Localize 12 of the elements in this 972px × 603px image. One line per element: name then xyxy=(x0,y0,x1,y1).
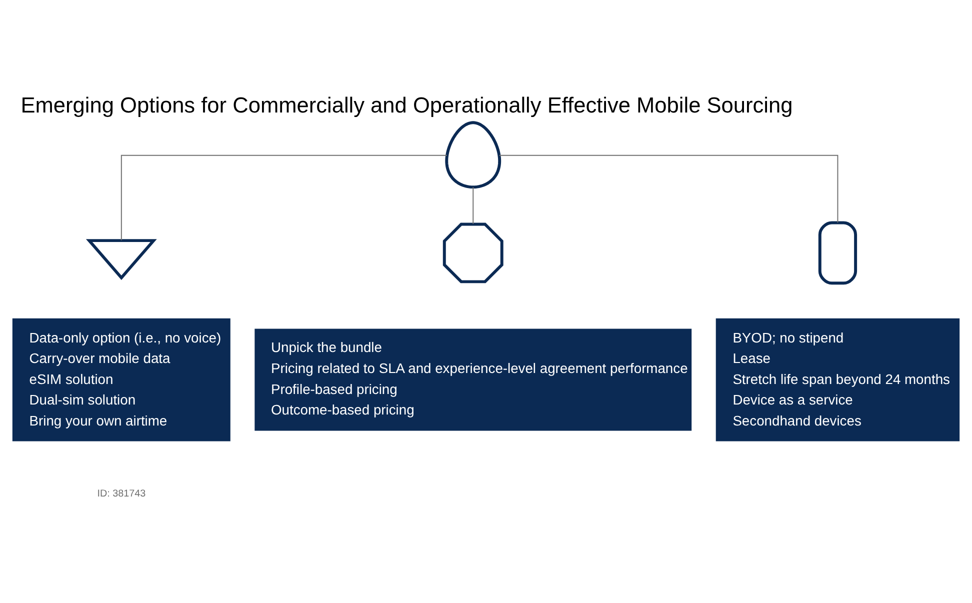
node-gear xyxy=(442,222,504,284)
node-box: Unpick the bundle Pricing related to SLA and experience-level agreement performance Profile-based pricing Outcome-based pricing xyxy=(254,328,692,431)
node-box: BYOD; no stipend Lease Stretch life span beyond 24 months Device as a service Secondhand devices xyxy=(716,318,960,442)
connector xyxy=(120,154,448,241)
node-wifi xyxy=(86,239,157,280)
node-person xyxy=(445,121,502,189)
label: ID: 381743 xyxy=(97,488,146,500)
connector xyxy=(472,186,474,224)
node-box: Data-only option (i.e., no voice) Carry-over mobile data eSIM solution Dual-sim solution Bring your own airtime xyxy=(12,318,230,442)
node-phone xyxy=(818,221,858,285)
connector xyxy=(498,154,838,224)
diagram-title: Emerging Options for Commercially and Operationally Effective Mobile Sourcing xyxy=(20,92,793,118)
